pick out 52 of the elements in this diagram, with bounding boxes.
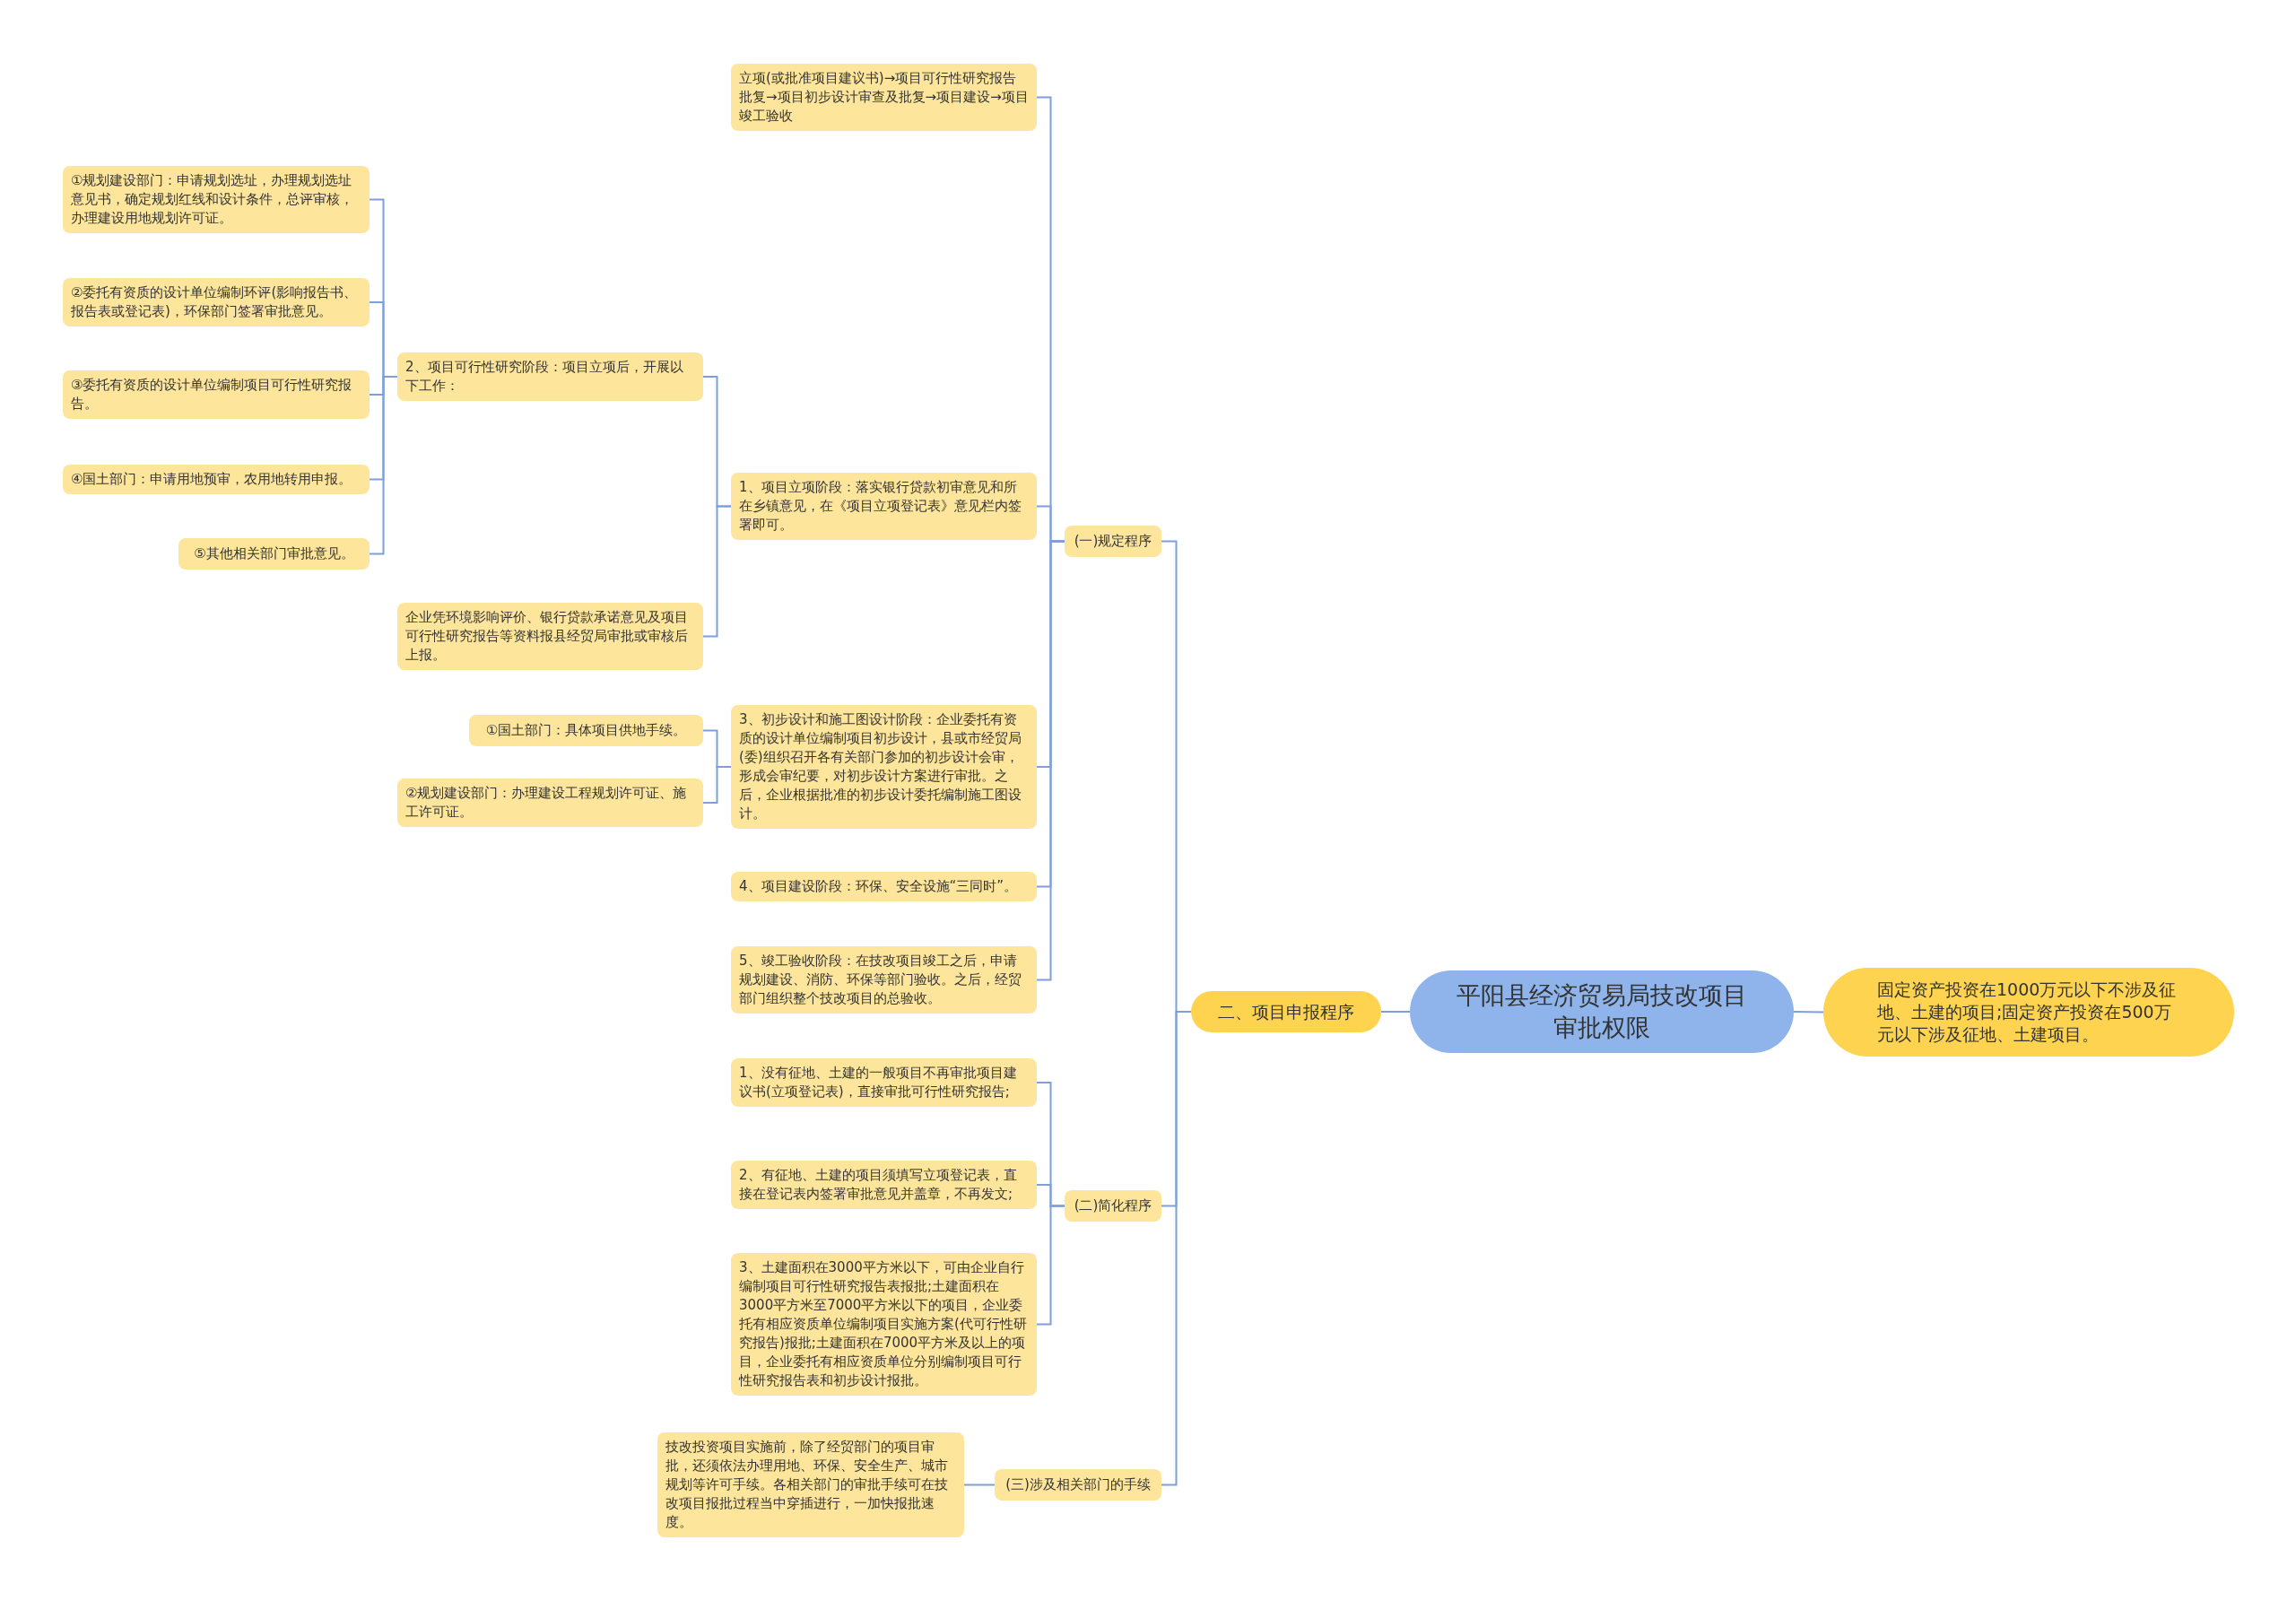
connector-line bbox=[1380, 1011, 1411, 1013]
topic-text: ②委托有资质的设计单位编制环评(影响报告书、报告表或登记表)，环保部门签署审批意见。 bbox=[71, 283, 359, 321]
subtopic-box bbox=[731, 705, 1037, 829]
topic-text: ②规划建设部门：办理建设工程规划许可证、施工许可证。 bbox=[405, 784, 688, 822]
topic-text: 1、项目立项阶段：落实银行贷款初审意见和所在乡镇意见，在《项目立项登记表》意见栏内签署即可。 bbox=[739, 478, 1022, 535]
subtopic-box bbox=[731, 1161, 1037, 1209]
subtopic-box bbox=[1065, 526, 1161, 557]
subtopic-box bbox=[657, 1432, 964, 1537]
subtopic-box bbox=[731, 64, 1037, 131]
topic-text: ④国土部门：申请用地预审，农用地转用申报。 bbox=[71, 470, 352, 489]
topic-text: (一)规定程序 bbox=[1074, 532, 1152, 551]
subtopic-box bbox=[731, 473, 1037, 540]
subtopic-box bbox=[63, 370, 370, 419]
connector-line bbox=[369, 376, 398, 555]
topic-text: 技改投资项目实施前，除了经贸部门的项目审批，还须依法办理用地、环保、安全生产、城市规划等许可手续。各相关部门的审批手续可在技改项目报批过程当中穿插进行，一加快报批速度。 bbox=[665, 1438, 949, 1532]
topic-text: 固定资产投资在1000万元以下不涉及征地、土建的项目;固定资产投资在500万元以下涉及征地、土建项目。 bbox=[1877, 979, 2178, 1046]
connector-line bbox=[702, 766, 732, 804]
subtopic-box bbox=[397, 779, 703, 827]
connector-line bbox=[963, 1484, 996, 1486]
topic-text: ⑤其他相关部门审批意见。 bbox=[194, 544, 354, 563]
topic-text: ③委托有资质的设计单位编制项目可行性研究报告。 bbox=[71, 376, 353, 413]
connector-line bbox=[1036, 1205, 1065, 1326]
topic-text: 平阳县经济贸易局技改项目审批权限 bbox=[1456, 980, 1748, 1043]
topic-text: (三)涉及相关部门的手续 bbox=[1005, 1475, 1151, 1494]
subtopic-box bbox=[178, 538, 370, 570]
subtopic-box bbox=[1065, 1190, 1161, 1222]
topic-text: ①国土部门：具体项目供地手续。 bbox=[485, 721, 687, 740]
subtopic-box bbox=[995, 1469, 1161, 1501]
subtopic-box bbox=[731, 946, 1037, 1014]
subtopic-box bbox=[63, 278, 370, 326]
subtopic-box bbox=[63, 166, 370, 233]
branch-topic bbox=[1191, 991, 1381, 1032]
subtopic-box bbox=[469, 715, 703, 746]
topic-text: 1、没有征地、土建的一般项目不再审批项目建议书(立项登记表)，直接审批可行性研究报告; bbox=[739, 1064, 1018, 1101]
subtopic-box bbox=[63, 465, 370, 494]
connector-line bbox=[1793, 1011, 1824, 1014]
topic-text: (二)简化程序 bbox=[1074, 1196, 1152, 1215]
connector-line bbox=[702, 505, 732, 638]
topic-text: 3、初步设计和施工图设计阶段：企业委托有资质的设计单位编制项目初步设计，县或市经贸局(委)组织召开各有关部门参加的初步设计会审，形成会审纪要，对初步设计方案进行审批。之后，企业根据批准的初步设计委托编制施工图设计。 bbox=[739, 710, 1022, 823]
topic-text: 二、项目申报程序 bbox=[1218, 1001, 1354, 1023]
subtopic-box bbox=[397, 603, 703, 670]
topic-text: ①规划建设部门：申请规划选址，办理规划选址意见书，确定规划红线和设计条件，总评审核，办理建设用地规划许可证。 bbox=[71, 171, 354, 228]
subtopic-box bbox=[397, 352, 703, 401]
topic-text: 2、项目可行性研究阶段：项目立项后，开展以下工作： bbox=[405, 358, 684, 396]
subtopic-box bbox=[731, 872, 1037, 901]
topic-text: 3、土建面积在3000平方米以下，可由企业自行编制项目可行性研究报告表报批;土建面积在3000平方米至7000平方米以下的项目，企业委托有相应资质单位编制项目实施方案(代可行性研究报告)报批;土建面积在7000平方米及以上的项目，企业委托有相应资质单位分别编制项目可行性研究报告表和初步设计报批。 bbox=[739, 1258, 1028, 1390]
topic-text: 5、竣工验收阶段：在技改项目竣工之后，申请规划建设、消防、环保等部门验收。之后，经贸部门组织整个技改项目的总验收。 bbox=[739, 952, 1022, 1008]
subtopic-box bbox=[731, 1058, 1037, 1107]
topic-text: 立项(或批准项目建议书)→项目可行性研究报告批复→项目初步设计审查及批复→项目建设→项目竣工验收 bbox=[739, 69, 1029, 126]
topic-text: 2、有征地、土建的项目须填写立项登记表，直接在登记表内签署审批意见并盖章，不再发文; bbox=[739, 1166, 1018, 1204]
topic-text: 企业凭环境影响评价、银行贷款承诺意见及项目可行性研究报告等资料报县经贸局审批或审核后上报。 bbox=[405, 608, 689, 665]
topic-text: 4、项目建设阶段：环保、安全设施“三同时”。 bbox=[739, 877, 1018, 896]
